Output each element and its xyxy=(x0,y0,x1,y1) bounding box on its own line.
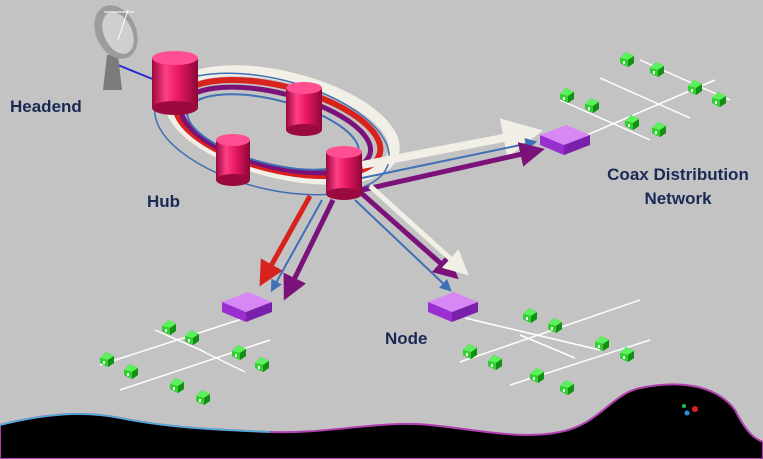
hub-cylinder-icon xyxy=(326,146,362,200)
node-box-icon xyxy=(428,292,478,322)
house-icon xyxy=(170,378,184,393)
house-icon xyxy=(712,92,726,107)
house-icon xyxy=(652,122,666,137)
coax-lines-upper-right xyxy=(559,59,731,141)
fiber-link-coax-node xyxy=(361,118,545,193)
satellite-dish-icon xyxy=(94,5,138,90)
house-icon xyxy=(620,52,634,67)
house-icon xyxy=(530,368,544,383)
node-box-icon xyxy=(540,125,590,155)
landscape-rim-highlight xyxy=(0,413,271,433)
house-icon xyxy=(585,98,599,113)
hub-label: Hub xyxy=(147,192,181,211)
hub-cylinder-icon xyxy=(286,82,322,136)
coax-distribution-network-label: Coax Distribution Network xyxy=(607,165,749,208)
house-icon xyxy=(523,308,537,323)
coax-lines-lower-left xyxy=(99,317,271,391)
house-icon xyxy=(232,345,246,360)
hub-cylinder-icon xyxy=(216,134,250,186)
blue-light-dot xyxy=(684,410,690,416)
house-icon xyxy=(162,320,176,335)
headend-label: Headend xyxy=(10,97,82,116)
fiber-link-left-node xyxy=(259,194,336,301)
antenna-link xyxy=(117,64,156,81)
red-light-dot xyxy=(692,406,698,412)
landscape-silhouette xyxy=(0,383,763,459)
house-icon xyxy=(124,364,138,379)
hub-cylinder-icon xyxy=(152,51,198,115)
house-icon xyxy=(255,357,269,372)
green-light-dot xyxy=(682,404,686,408)
fiber-link-center-node xyxy=(354,184,469,292)
house-icon xyxy=(196,390,210,405)
house-icon xyxy=(488,355,502,370)
coax-lines-lower-middle xyxy=(459,299,651,386)
house-cluster-upper-right xyxy=(560,52,726,137)
house-icon xyxy=(650,62,664,77)
house-icon xyxy=(185,330,199,345)
node-box-icon xyxy=(222,292,272,322)
house-cluster-lower-left xyxy=(100,320,269,405)
house-icon xyxy=(560,380,574,395)
node-label: Node xyxy=(385,329,428,348)
